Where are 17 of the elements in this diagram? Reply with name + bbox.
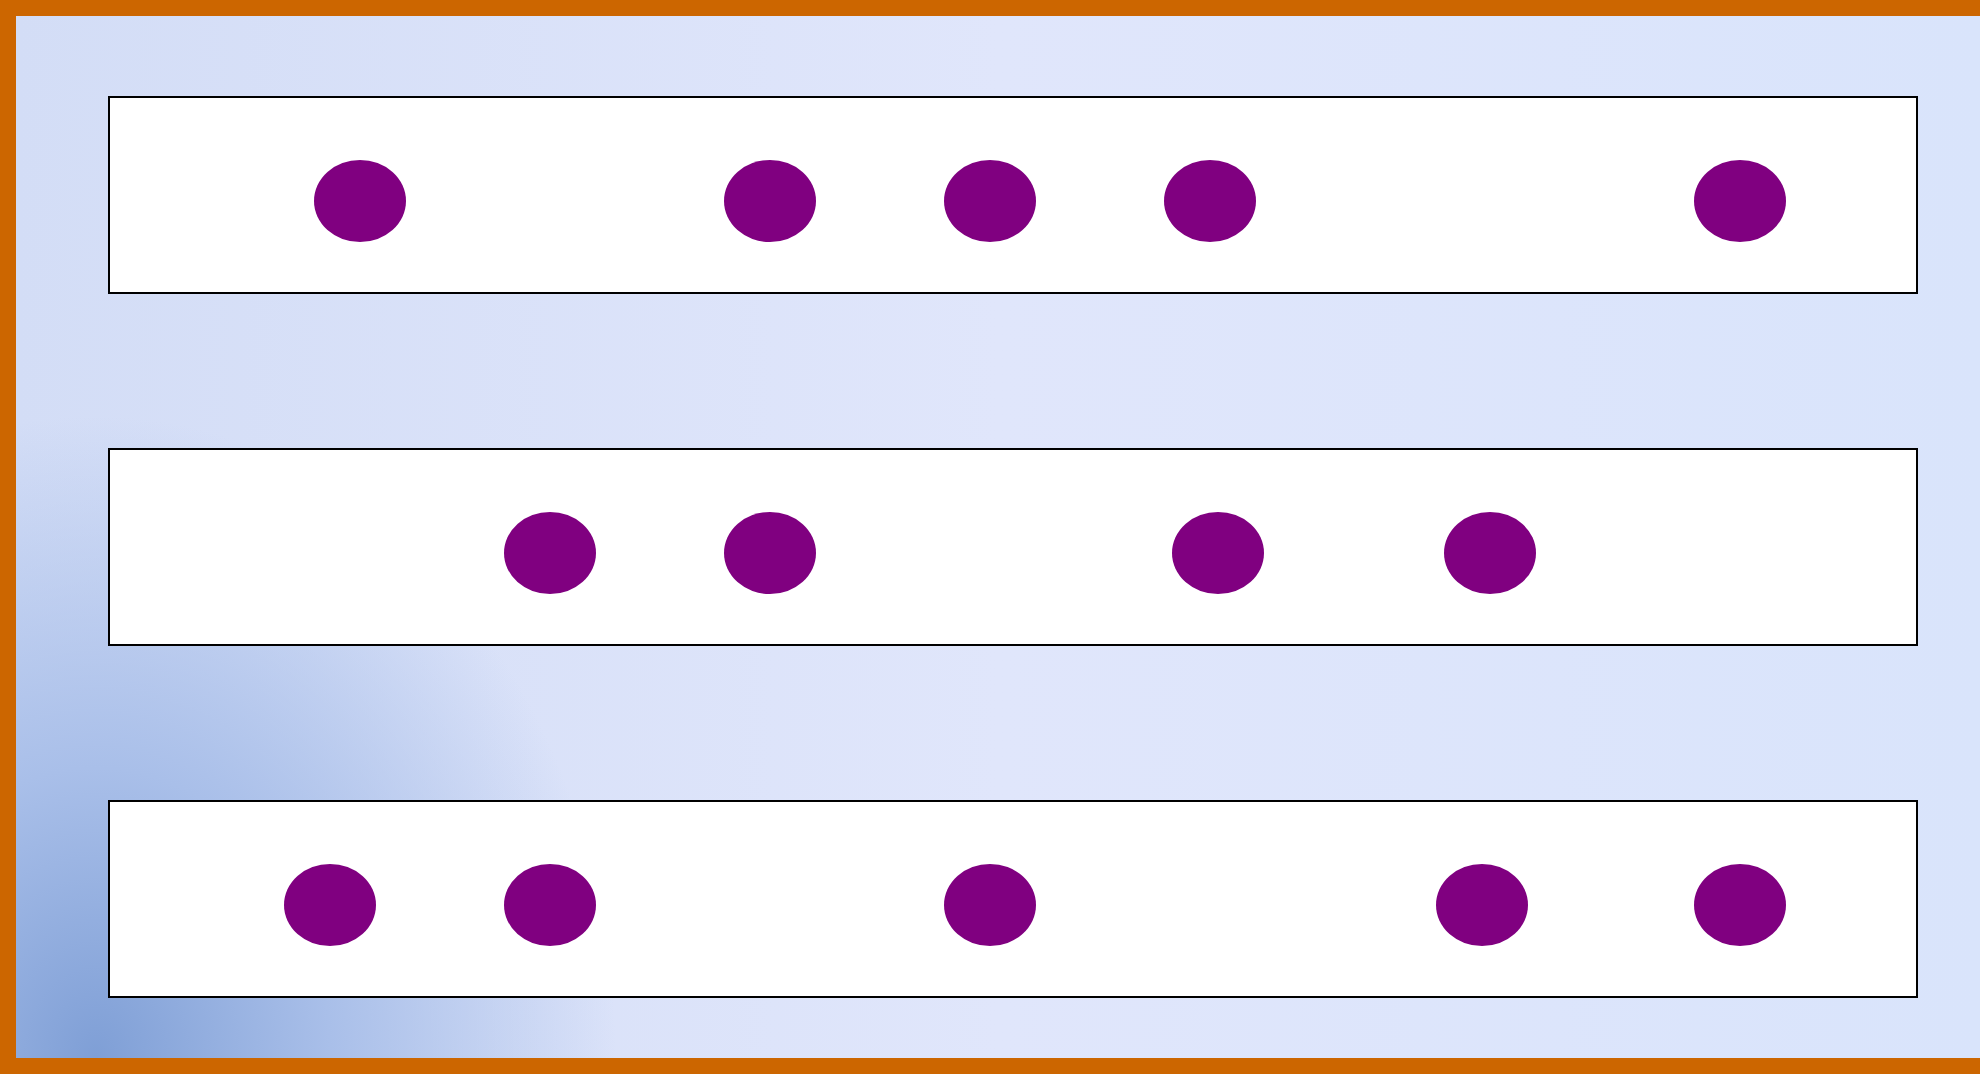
dot [1436, 864, 1528, 946]
row-box [108, 448, 1918, 646]
dot [724, 512, 816, 594]
dot [1694, 160, 1786, 242]
dot [944, 160, 1036, 242]
dot [314, 160, 406, 242]
dot [504, 864, 596, 946]
dot [284, 864, 376, 946]
dot [504, 512, 596, 594]
dot [1172, 512, 1264, 594]
dot [724, 160, 816, 242]
row-box [108, 800, 1918, 998]
dot [944, 864, 1036, 946]
row-box [108, 96, 1918, 294]
dot [1444, 512, 1536, 594]
dot [1164, 160, 1256, 242]
dot [1694, 864, 1786, 946]
